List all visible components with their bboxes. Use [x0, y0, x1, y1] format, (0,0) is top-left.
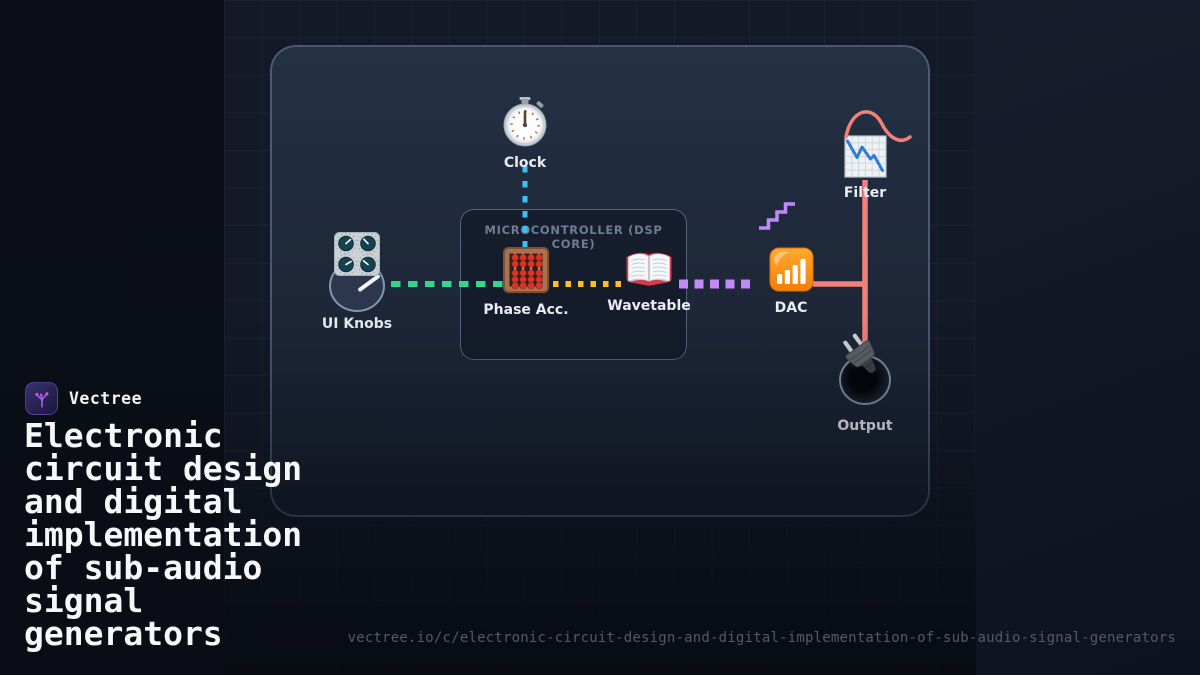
- control-knobs-icon: [334, 232, 380, 276]
- node-wavetable: Wavetable: [599, 250, 699, 314]
- knob-pointer: [357, 273, 381, 293]
- node-clock: Clock: [475, 97, 575, 171]
- page-title: Electronic circuit design and digital im…: [24, 416, 303, 653]
- page-url: vectree.io/c/electronic-circuit-design-a…: [347, 630, 1176, 646]
- right-panel: [976, 0, 1200, 675]
- open-book-icon: [626, 252, 672, 286]
- node-label: Wavetable: [607, 298, 691, 314]
- abacus-icon: [503, 247, 549, 293]
- node-dac: DAC: [741, 247, 841, 316]
- electric-plug-icon: [843, 333, 876, 373]
- node-label: Clock: [503, 155, 547, 171]
- microcontroller-group-label: MICROCONTROLLER (DSP CORE): [484, 223, 663, 251]
- node-output: Output: [815, 333, 915, 434]
- node-ui-knobs: UI Knobs: [307, 232, 407, 332]
- stopwatch-icon: [503, 97, 547, 147]
- node-label: Output: [837, 418, 893, 434]
- node-label: Filter: [843, 185, 887, 201]
- brand: Vectree: [25, 382, 142, 415]
- node-label: Phase Acc.: [483, 302, 569, 318]
- staircase-signal-icon: [759, 202, 795, 230]
- diagram-canvas: MICROCONTROLLER (DSP CORE): [270, 45, 930, 517]
- diagram-panel: MICROCONTROLLER (DSP CORE): [224, 0, 976, 675]
- vectree-logo-icon: [25, 382, 58, 415]
- node-label: DAC: [774, 300, 808, 316]
- node-label: UI Knobs: [321, 316, 393, 332]
- brand-name: Vectree: [69, 389, 143, 408]
- signal-bars-icon: [769, 247, 813, 292]
- node-filter: Filter: [815, 135, 915, 201]
- node-phase-acc: Phase Acc.: [476, 247, 576, 318]
- left-panel: Vectree Electronic circuit design and di…: [0, 0, 302, 675]
- chart-grid-icon: [843, 135, 887, 178]
